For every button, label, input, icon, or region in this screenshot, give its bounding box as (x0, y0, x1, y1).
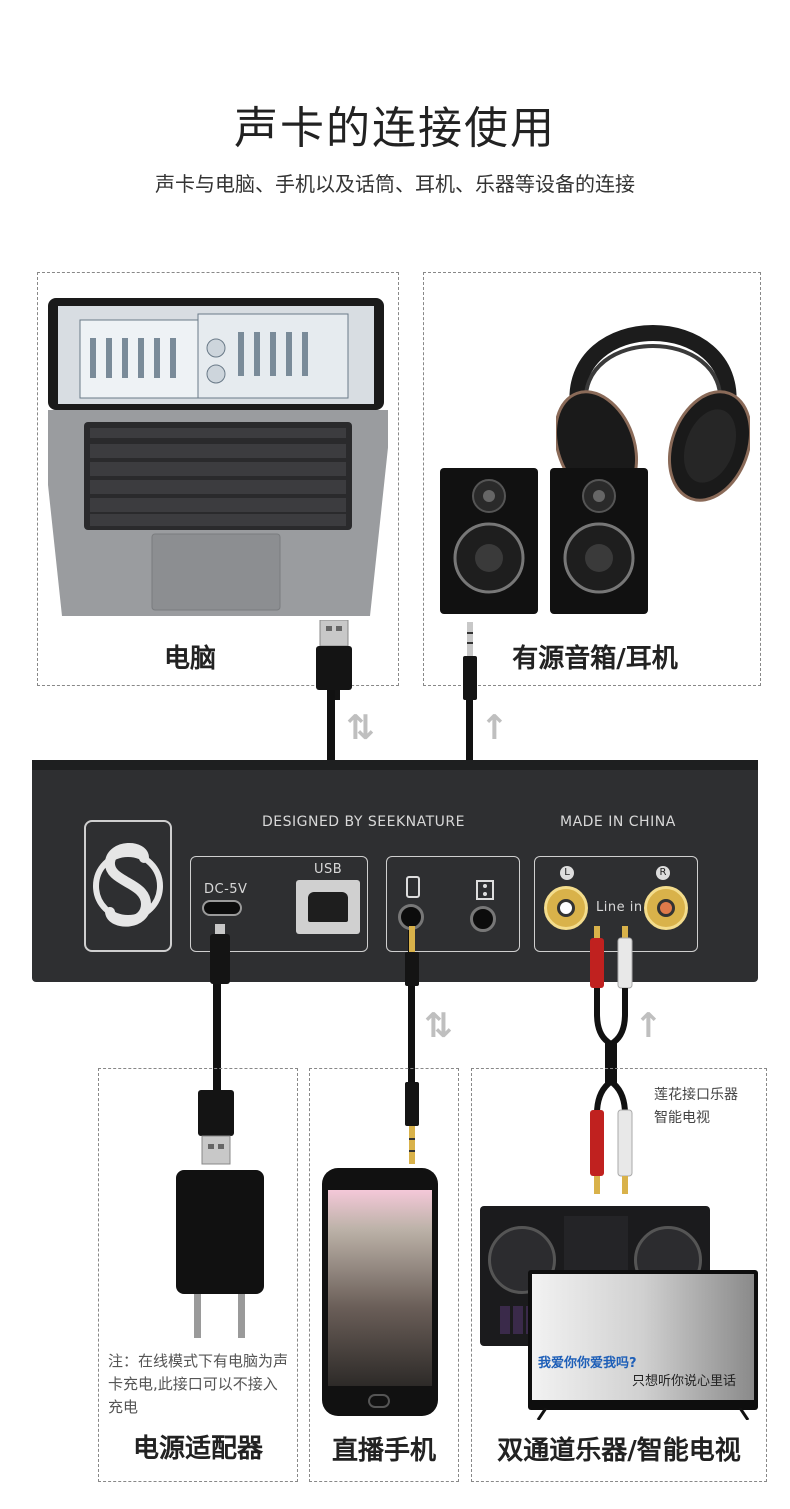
speakers-box (423, 272, 761, 686)
instrument-note: 莲花接口乐器 智能电视 (654, 1087, 738, 1126)
bidirectional-arrow-icon-2: ⇅ (424, 1006, 453, 1046)
sound-card-top-edge (32, 760, 758, 770)
logo-mark-icon (93, 842, 163, 927)
tv-stand-image (536, 1408, 750, 1420)
seeknature-logo (84, 820, 172, 952)
computer-box (37, 272, 399, 686)
page-subtitle: 声卡与电脑、手机以及话筒、耳机、乐器等设备的连接 (155, 172, 635, 196)
micro-usb-plug-image (210, 924, 230, 984)
trs-phone-plug-lower-image (405, 1082, 419, 1164)
dc-label: DC-5V (204, 882, 248, 897)
tv-lyric-2: 只想听你说心里话 (632, 1374, 737, 1389)
made-in-text: MADE IN CHINA (560, 814, 676, 830)
power-adapter-image (176, 1170, 264, 1338)
dc-port[interactable] (202, 900, 242, 916)
phone-box (309, 1068, 459, 1482)
headphone-jack-icon (476, 880, 494, 900)
line-in-group (534, 856, 698, 952)
rca-left-port[interactable] (544, 886, 588, 930)
audio-jack-group (386, 856, 520, 952)
speakers-image (440, 468, 648, 614)
up-arrow-icon-2: ↑ (634, 1006, 663, 1046)
right-channel-badge: R (656, 866, 670, 880)
rca-right-port[interactable] (644, 886, 688, 930)
power-cable (213, 984, 221, 1094)
computer-label: 电脑 (163, 644, 216, 674)
speakers-label: 有源音箱/耳机 (512, 644, 678, 674)
usb-label: USB (314, 862, 343, 877)
power-label: 电源适配器 (132, 1434, 263, 1464)
rca-cable-image (590, 926, 633, 1194)
usb-b-port[interactable] (296, 880, 360, 934)
designed-by-text: DESIGNED BY SEEKNATURE (262, 814, 465, 830)
power-usb-socket-group (190, 856, 368, 952)
usb-a-power-plug-image (198, 1090, 234, 1165)
page-title: 声卡的连接使用 (234, 103, 556, 154)
trs-phone-plug-image (405, 926, 419, 986)
trs-plug-top-image (463, 622, 477, 700)
instrument-box (471, 1068, 767, 1482)
bidirectional-arrow-icon: ⇅ (346, 708, 375, 748)
instrument-label: 双通道乐器/智能电视 (497, 1436, 741, 1466)
power-box (98, 1068, 298, 1482)
power-note: 注：在线模式下有电脑为声卡充电,此接口可以不接入充电 (108, 1352, 289, 1416)
phone-label: 直播手机 (331, 1436, 436, 1466)
line-in-label: Line in (596, 900, 643, 915)
phone-cable (408, 930, 415, 1120)
phone-image (322, 1168, 438, 1416)
usb-a-plug-image (316, 620, 352, 700)
tv-lyric-1: 我爱你你爱我吗? (538, 1356, 637, 1371)
laptop-image (48, 298, 388, 616)
up-arrow-icon: ↑ (480, 708, 509, 748)
smart-tv-image: 我爱你你爱我吗? 只想听你说心里话 (528, 1270, 758, 1410)
left-channel-badge: L (560, 866, 574, 880)
headphone-jack-port[interactable] (470, 906, 496, 932)
phone-jack-icon (406, 876, 420, 898)
